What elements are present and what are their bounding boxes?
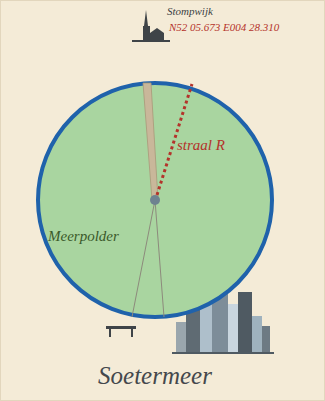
city-name: Soetermeer	[98, 362, 212, 390]
coordinates: N52 05.673 E004 28.310	[169, 21, 279, 33]
sight-line	[132, 200, 155, 317]
beam	[143, 83, 158, 200]
circle-outline	[36, 81, 274, 319]
place-name: Stompwijk	[167, 5, 213, 17]
church-icon	[132, 10, 170, 42]
radius-label: straal R	[177, 137, 225, 154]
sight-line	[155, 200, 164, 317]
bench-icon	[106, 326, 136, 337]
centre-dot	[150, 195, 160, 205]
polder-area	[38, 83, 272, 317]
polder-circle: Meerpolder	[36, 81, 274, 319]
area-name: Meerpolder	[48, 228, 119, 245]
